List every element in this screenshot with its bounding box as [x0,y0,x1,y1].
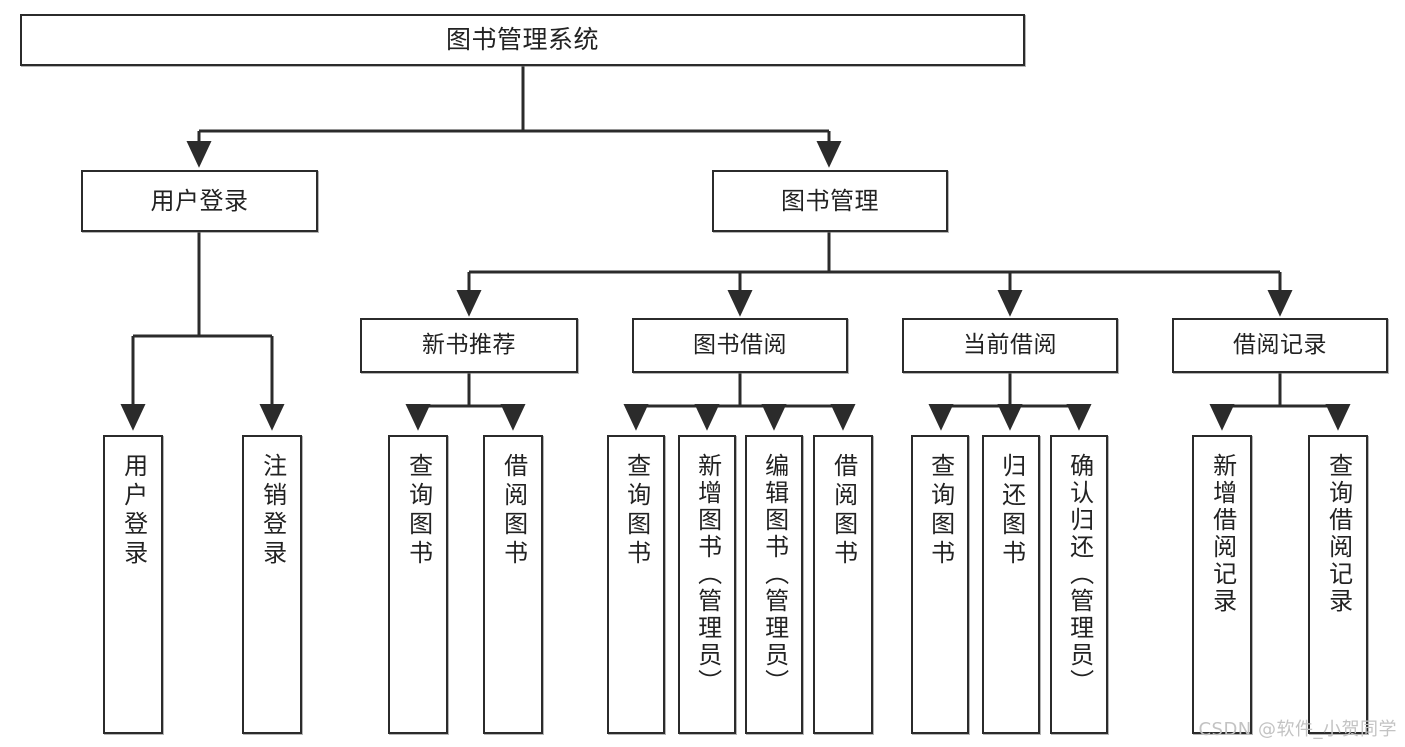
node-label: 借阅图书 [829,453,858,569]
node-label: 图书管理系统 [445,25,599,55]
node-label: 图书管理 [781,186,879,215]
node-label: 新增图书（管理员） [693,453,722,696]
node-label: 用户登录 [150,186,249,215]
node-leaf-current-confirm-return-admin[interactable]: 确认归还（管理员） [1050,435,1108,734]
node-label: 查询图书 [404,453,433,569]
node-leaf-borrow-add-book-admin[interactable]: 新增图书（管理员） [678,435,736,734]
node-label: 确认归还（管理员） [1065,453,1094,696]
node-label: 查询图书 [622,453,651,569]
node-borrow-record[interactable]: 借阅记录 [1172,318,1388,373]
node-label: 注销登录 [258,453,287,569]
node-label: 新增借阅记录 [1208,453,1237,615]
node-label: 借阅记录 [1233,331,1327,358]
node-leaf-current-return-book[interactable]: 归还图书 [982,435,1040,734]
node-label: 借阅图书 [499,453,528,569]
node-label: 新书推荐 [422,331,516,358]
node-leaf-current-query-book[interactable]: 查询图书 [911,435,969,734]
node-label: 当前借阅 [963,331,1057,358]
node-leaf-borrow-query-book[interactable]: 查询图书 [607,435,665,734]
node-label: 查询图书 [926,453,955,569]
node-book-borrow[interactable]: 图书借阅 [632,318,848,373]
node-leaf-borrow-borrow-book[interactable]: 借阅图书 [813,435,873,734]
node-leaf-new-book-query[interactable]: 查询图书 [388,435,448,734]
node-leaf-record-add-record[interactable]: 新增借阅记录 [1192,435,1252,734]
node-label: 图书借阅 [693,331,787,358]
node-label: 归还图书 [997,453,1026,569]
node-leaf-borrow-edit-book-admin[interactable]: 编辑图书（管理员） [745,435,803,734]
node-leaf-user-login-login[interactable]: 用户登录 [103,435,163,734]
node-user-login[interactable]: 用户登录 [81,170,318,232]
node-label: 编辑图书（管理员） [760,453,789,696]
node-root-book-management-system[interactable]: 图书管理系统 [20,14,1025,66]
node-book-management[interactable]: 图书管理 [712,170,948,232]
node-leaf-user-login-logout[interactable]: 注销登录 [242,435,302,734]
node-current-borrow[interactable]: 当前借阅 [902,318,1118,373]
csdn-watermark: CSDN @软件_小贺同学 [1198,719,1397,740]
node-label: 查询借阅记录 [1324,453,1353,615]
node-new-book-recommend[interactable]: 新书推荐 [360,318,578,373]
node-label: 用户登录 [119,453,148,569]
node-leaf-record-query-record[interactable]: 查询借阅记录 [1308,435,1368,734]
node-leaf-new-book-borrow[interactable]: 借阅图书 [483,435,543,734]
